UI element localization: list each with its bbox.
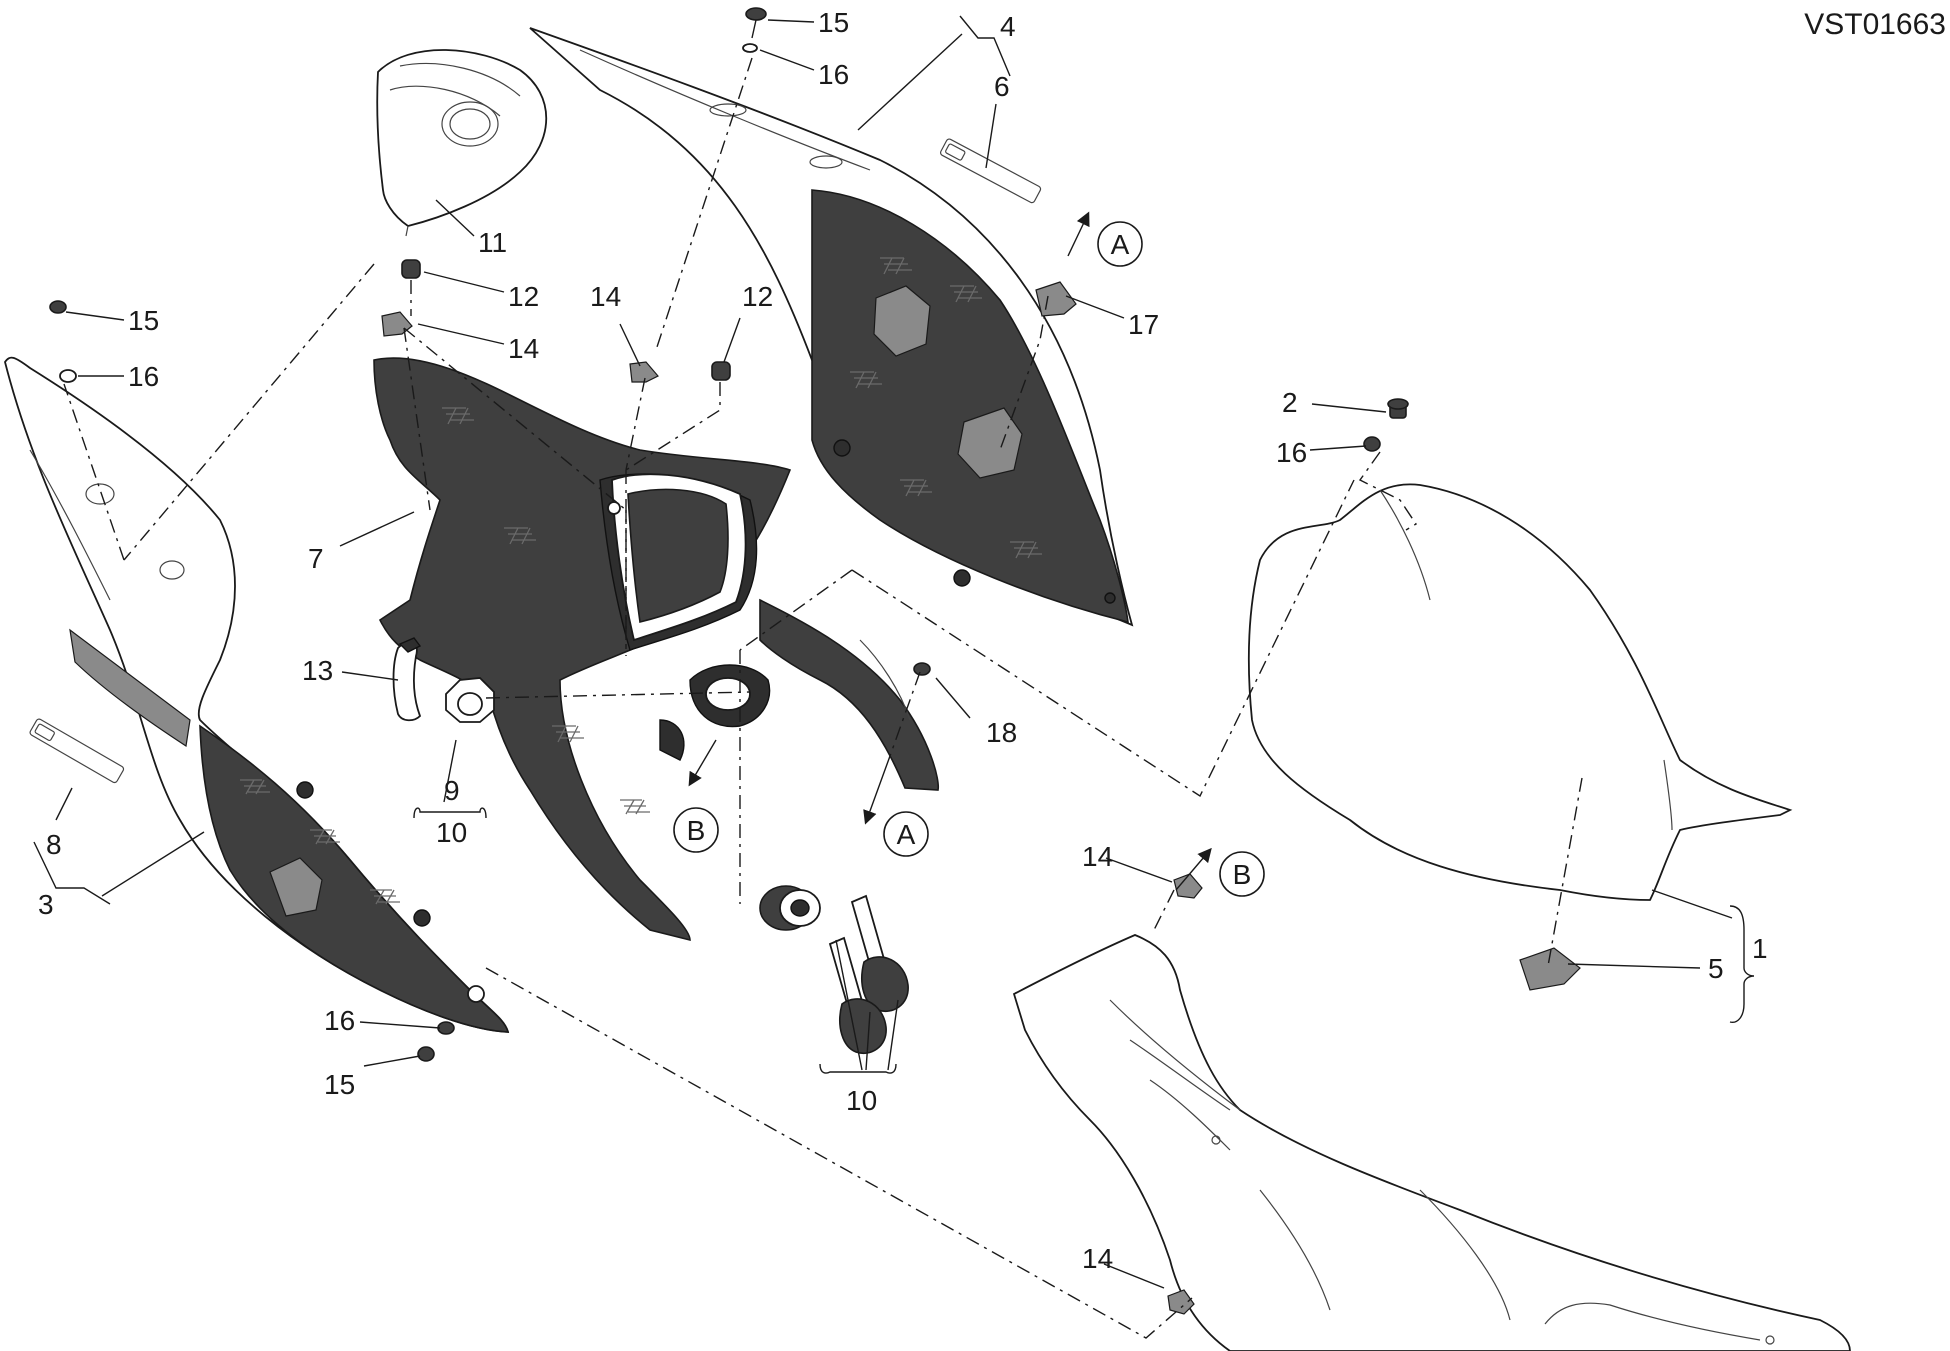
- lock-nut-9: [445, 677, 495, 723]
- callout-11: 11: [478, 227, 507, 258]
- washer-16-right: [1363, 436, 1381, 452]
- callout-14-d: 14: [1082, 1243, 1113, 1274]
- callout-7: 7: [308, 543, 324, 574]
- callout-18: 18: [986, 717, 1017, 748]
- callout-13: 13: [302, 655, 333, 686]
- callout-15-left: 15: [128, 305, 159, 336]
- hatch-pattern: [240, 779, 400, 905]
- key-2: [828, 936, 887, 1054]
- ref-b-right: B: [1219, 851, 1265, 897]
- rider-seat: [1247, 483, 1793, 901]
- callout-16-top: 16: [818, 59, 849, 90]
- callout-15-top: 15: [818, 7, 849, 38]
- callout-14-a: 14: [508, 333, 539, 364]
- grommet-12-right: [711, 361, 731, 381]
- callout-6: 6: [994, 71, 1010, 102]
- rear-frame: [1012, 934, 1851, 1351]
- callout-10-left: 10: [436, 817, 467, 848]
- washer-16-left: [59, 369, 77, 383]
- ref-a-top: A: [1097, 221, 1143, 267]
- callout-4: 4: [1000, 11, 1016, 42]
- callout-9: 9: [444, 775, 460, 806]
- svg-text:B: B: [1233, 859, 1252, 890]
- clip-17: [1035, 281, 1077, 317]
- screw-15-top: [745, 7, 767, 39]
- right-tail-panel: [529, 27, 1134, 627]
- grommet-12-left: [401, 259, 421, 279]
- lock-bracket-13: [392, 637, 422, 722]
- callout-12-left: 12: [508, 281, 539, 312]
- callout-16-right: 16: [1276, 437, 1307, 468]
- clip-14-c: [1173, 873, 1203, 899]
- callout-12-right: 12: [742, 281, 773, 312]
- leader-lines: [55, 19, 1733, 1289]
- passenger-seat-cover: [376, 49, 548, 237]
- washer-16-top: [742, 43, 758, 53]
- drawing-code: VST01663: [1804, 8, 1946, 41]
- clip-14-d: [1167, 1289, 1195, 1315]
- clip-14-b: [629, 361, 659, 383]
- callout-14-b: 14: [590, 281, 621, 312]
- screw-15-left: [49, 300, 67, 314]
- clip-14-a: [381, 311, 413, 337]
- left-tail-panel: [4, 356, 510, 1033]
- callout-15-bottom: 15: [324, 1069, 355, 1100]
- ref-b-middle: B: [673, 807, 719, 853]
- hatch-pattern: [850, 257, 1042, 559]
- ducati-decal-right: [940, 138, 1042, 204]
- assembly-lines: [63, 57, 1583, 1339]
- callout-16-left: 16: [128, 361, 159, 392]
- seat-bracket-5: [1519, 947, 1581, 991]
- reference-arrows: [688, 211, 1212, 891]
- tail-subframe: [373, 357, 940, 942]
- hatch-pattern: [442, 407, 650, 815]
- ducati-decal-left: [29, 718, 125, 784]
- callout-8: 8: [46, 829, 62, 860]
- callout-17: 17: [1128, 309, 1159, 340]
- key-1: [850, 894, 909, 1012]
- screw-15-bottom: [417, 1046, 435, 1062]
- ref-a-middle: A: [883, 811, 929, 857]
- lock-cylinder: [759, 885, 821, 931]
- svg-text:A: A: [897, 819, 916, 850]
- svg-text:B: B: [687, 815, 706, 846]
- callout-1: 1: [1752, 933, 1768, 964]
- callout-3: 3: [38, 889, 54, 920]
- screw-18: [913, 662, 931, 676]
- callout-2: 2: [1282, 387, 1298, 418]
- callout-10-bottom: 10: [846, 1085, 877, 1116]
- screw-2: [1387, 398, 1409, 419]
- svg-text:A: A: [1111, 229, 1130, 260]
- callout-16-bottom: 16: [324, 1005, 355, 1036]
- callout-14-c: 14: [1082, 841, 1113, 872]
- group-brackets: [33, 15, 1755, 1074]
- callout-5: 5: [1708, 953, 1724, 984]
- washer-16-bottom: [437, 1021, 455, 1035]
